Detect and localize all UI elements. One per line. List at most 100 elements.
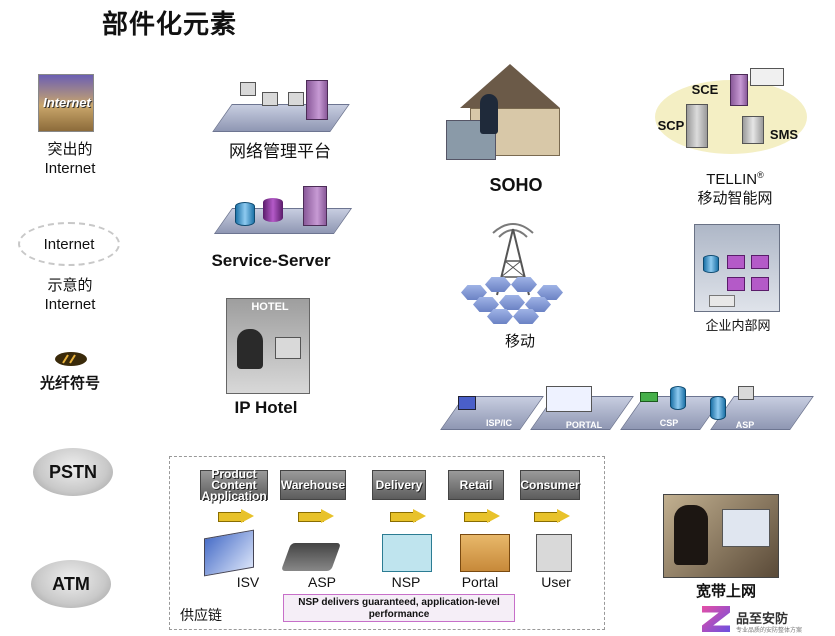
service-platforms-row: ISP/IC PORTAL CSP ASP xyxy=(438,386,814,436)
role-user: User xyxy=(541,574,571,590)
internet-label-line1: 突出的 xyxy=(47,141,93,158)
stage-retail: Retail xyxy=(448,470,504,500)
soho-label: SOHO xyxy=(489,175,543,195)
sms-server-icon xyxy=(742,116,764,144)
atm-label: ATM xyxy=(52,573,90,594)
nsp-note: NSP delivers guaranteed, application-lev… xyxy=(283,594,515,622)
server-icon xyxy=(306,80,328,120)
hotel-sign: HOTEL xyxy=(251,301,289,313)
arrow-right-icon xyxy=(218,509,254,523)
sce-label: SCE xyxy=(691,82,719,97)
computer-icon xyxy=(240,82,256,96)
internet-label: 突出的 Internet xyxy=(20,140,120,178)
arrow-right-icon xyxy=(298,509,334,523)
role-portal: Portal xyxy=(461,574,499,590)
service-server-label: Service-Server xyxy=(211,251,331,270)
cell-hex xyxy=(537,285,563,300)
cell-hex xyxy=(499,295,525,310)
computer-icon xyxy=(722,509,770,547)
asp-device-icon xyxy=(280,543,342,571)
fiber-icon xyxy=(55,352,87,366)
ip-hotel-icon: HOTEL xyxy=(226,298,310,394)
cloud-label-line2: Internet xyxy=(44,296,96,313)
tellin-name: TELLIN® xyxy=(706,170,764,188)
internet-icon: Internet xyxy=(38,74,94,132)
database-icon xyxy=(263,198,283,222)
mobile-tower-icon xyxy=(455,215,575,327)
watermark-sub: 专业品质的安防整体方案 xyxy=(736,628,803,634)
database-icon xyxy=(670,386,686,410)
soho-house-icon xyxy=(440,64,576,164)
supply-chain-label: 供应链 xyxy=(180,607,222,623)
internet-cloud-text: Internet xyxy=(43,235,95,253)
sms-label: SMS xyxy=(769,127,799,142)
computer-icon xyxy=(727,277,745,291)
computer-icon xyxy=(288,92,304,106)
csp-label: CSP xyxy=(659,418,679,428)
portal-store-icon xyxy=(460,534,510,572)
portal-label: PORTAL xyxy=(565,420,603,430)
person-icon xyxy=(237,329,263,369)
server-icon xyxy=(303,186,327,226)
cell-hex xyxy=(513,309,539,324)
stage-consumer: Consumer xyxy=(520,470,580,500)
person-icon xyxy=(674,505,708,565)
nsp-network-icon xyxy=(382,534,432,572)
cell-hex xyxy=(511,277,537,292)
cloud-label-line1: 示意的 xyxy=(47,277,93,294)
stage-delivery: Delivery xyxy=(372,470,426,500)
phone-icon xyxy=(709,295,735,307)
page-title: 部件化元素 xyxy=(102,9,238,39)
atm-cloud-icon: ATM xyxy=(31,560,111,608)
role-asp: ASP xyxy=(307,574,336,590)
watermark-brand: 品至安防 xyxy=(736,611,789,626)
mobile-label: 移动 xyxy=(504,333,535,350)
cell-hex xyxy=(473,297,499,312)
isp-icon xyxy=(458,396,476,410)
brand-logo-icon xyxy=(702,606,730,632)
computer-icon xyxy=(727,255,745,269)
tellin-label: TELLIN® 移动智能网 xyxy=(680,166,790,208)
arrow-right-icon xyxy=(534,509,570,523)
broadband-photo-icon xyxy=(663,494,779,578)
role-nsp: NSP xyxy=(391,574,421,590)
pstn-label: PSTN xyxy=(48,461,97,482)
database-icon xyxy=(235,202,255,226)
sce-display-icon xyxy=(750,68,784,86)
pstn-cloud-icon: PSTN xyxy=(33,448,113,496)
enterprise-building-icon xyxy=(694,224,780,312)
cloud-label: 示意的 Internet xyxy=(20,276,120,314)
database-icon xyxy=(703,255,719,273)
csp-folder-icon xyxy=(640,392,658,402)
cell-hex xyxy=(525,297,551,312)
scp-server-icon xyxy=(686,104,708,148)
asp-label: ASP xyxy=(735,420,755,430)
computer-icon xyxy=(738,386,754,400)
arrow-right-icon xyxy=(464,509,500,523)
broadband-label: 宽带上网 xyxy=(695,583,756,600)
database-icon xyxy=(710,396,726,420)
computer-icon xyxy=(262,92,278,106)
stage-warehouse: Warehouse xyxy=(280,470,346,500)
computer-icon xyxy=(751,255,769,269)
tellin-registered-mark: ® xyxy=(757,170,764,180)
supply-chain-box: Product Content Application Warehouse De… xyxy=(169,456,605,630)
scp-label: SCP xyxy=(657,118,685,133)
role-isv: ISV xyxy=(236,574,260,590)
network-mgmt-platform-icon xyxy=(200,72,350,136)
portal-screen-icon xyxy=(546,386,592,412)
user-computer-icon xyxy=(536,534,572,572)
internet-icon-text: Internet xyxy=(43,95,91,110)
internet-cloud-icon: Internet xyxy=(18,222,120,266)
roof-icon xyxy=(460,64,560,108)
person-icon xyxy=(480,94,498,134)
network-mgmt-label: 网络管理平台 xyxy=(229,142,331,161)
stage-product: Product Content Application xyxy=(200,466,268,503)
internet-label-line2: Internet xyxy=(44,160,96,177)
arrow-right-icon xyxy=(390,509,426,523)
enterprise-label: 企业内部网 xyxy=(705,318,771,333)
cell-hex xyxy=(461,285,487,300)
platform-base xyxy=(212,104,350,132)
cell-hex xyxy=(487,309,513,324)
tellin-subtitle: 移动智能网 xyxy=(697,190,773,207)
